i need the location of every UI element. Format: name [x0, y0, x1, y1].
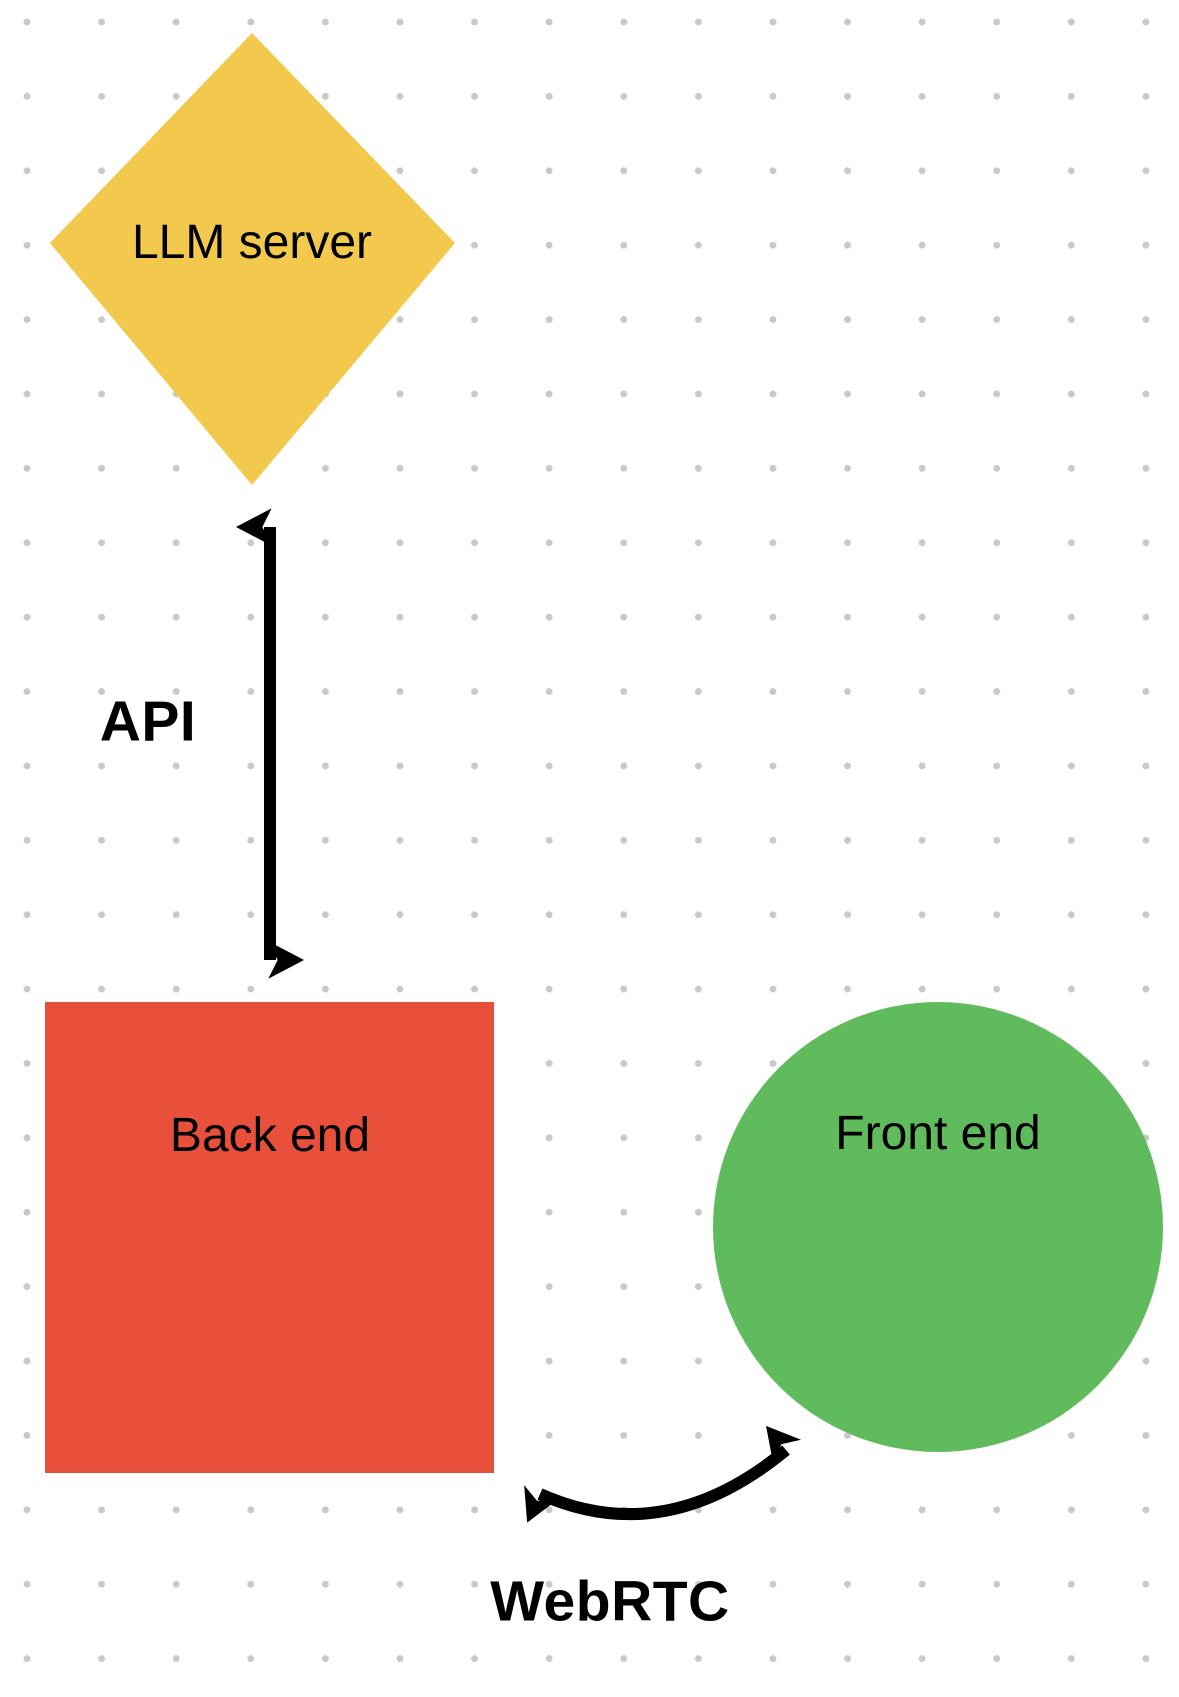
edge-webrtc-curved-arrow[interactable] — [524, 1425, 802, 1523]
node-llm-server-diamond[interactable] — [50, 33, 455, 485]
node-back-end-rectangle[interactable] — [45, 1002, 494, 1473]
node-llm-server-label: LLM server — [131, 216, 373, 269]
node-front-end-label: Front end — [835, 1107, 1041, 1160]
node-front-end-circle[interactable] — [713, 1002, 1163, 1452]
edge-webrtc-label: WebRTC — [490, 1569, 730, 1634]
edge-api-label: API — [99, 689, 197, 754]
node-back-end-label: Back end — [169, 1109, 371, 1162]
